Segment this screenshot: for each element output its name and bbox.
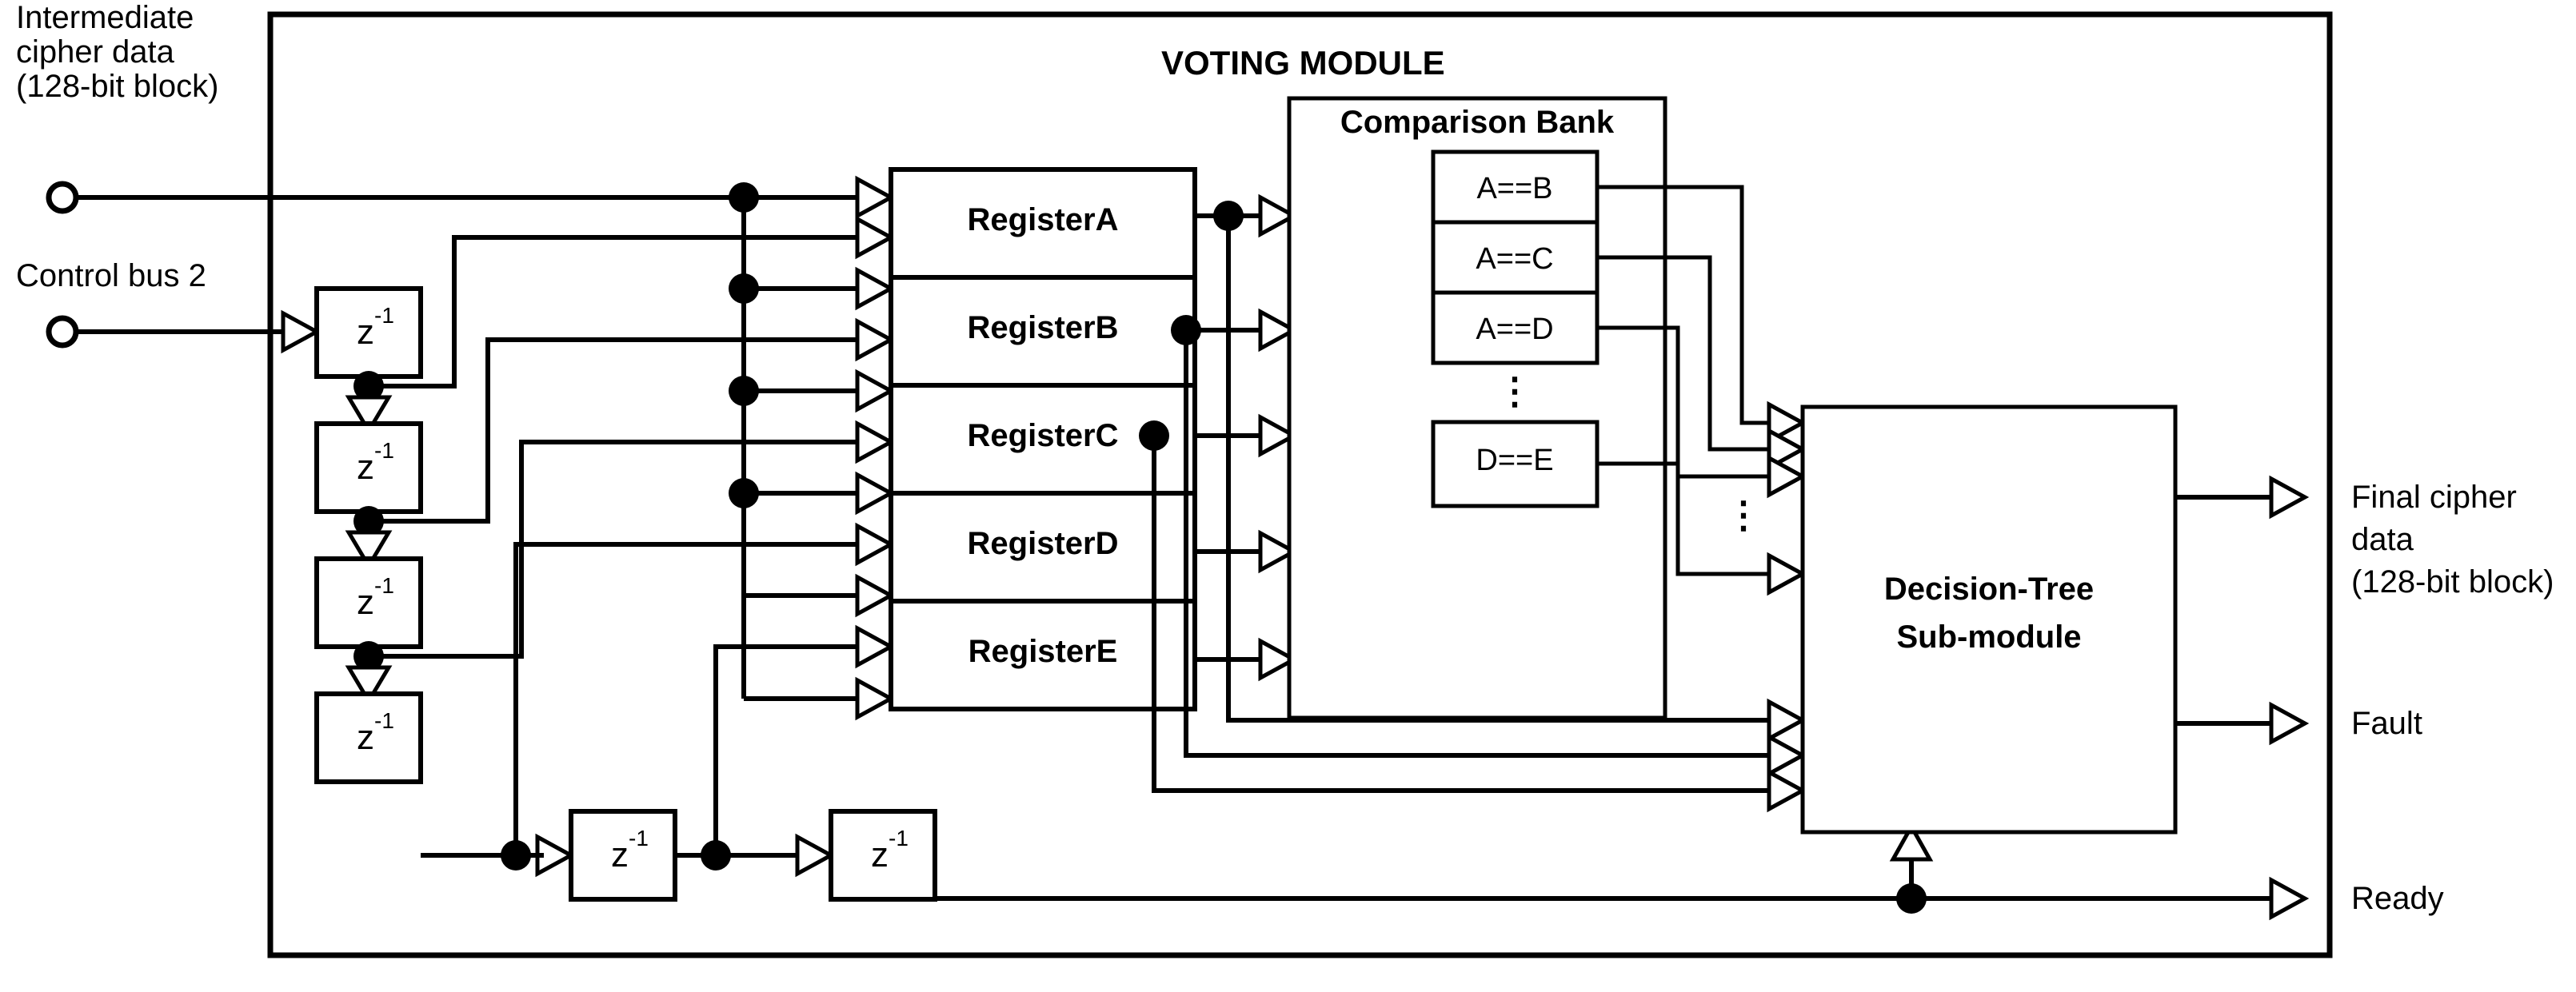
arrowhead-delay-1-in (281, 309, 322, 354)
register-e-label: RegisterE (968, 634, 1118, 669)
delay-block-3 (314, 556, 423, 649)
arrowhead-register-e-en (855, 624, 896, 669)
wire-tap-1-to-register-a (369, 235, 744, 388)
arrowhead-dt-in-1 (1767, 400, 1807, 445)
decision-tree-label-line1: Decision-Tree (1884, 572, 2094, 607)
wire-cmp-ab-to-decision-tree (1597, 185, 1772, 425)
arrowhead-dt-in-5 (1767, 698, 1807, 743)
delay-3-exponent: -1 (374, 573, 394, 598)
wire-tap-2-to-register-b (369, 337, 744, 524)
arrowhead-cmp-in-e (1258, 637, 1299, 682)
cmp-a-eq-b-label: A==B (1476, 172, 1552, 205)
arrowhead-dt-in-3 (1767, 454, 1807, 499)
delay-block-6 (829, 809, 937, 902)
page-title: VOTING MODULE (1161, 44, 1445, 82)
arrowhead-ready-out (2269, 876, 2310, 921)
delay-6-exponent: -1 (889, 826, 909, 851)
input-label-intermediate-line1: Intermediate (16, 0, 194, 35)
delay-block-4 (314, 691, 423, 784)
decision-tree-box[interactable] (1800, 404, 2178, 835)
delay-1-label: z (357, 313, 374, 352)
delay-block-1 (314, 286, 423, 379)
cmp-a-eq-d-label: A==D (1476, 313, 1553, 346)
delay-2-exponent: -1 (374, 438, 394, 463)
cmp-a-eq-d-box[interactable] (1431, 290, 1600, 365)
arrowhead-dt-in-2 (1767, 427, 1807, 472)
arrowhead-delay-3-in (345, 530, 393, 570)
wire-register-b-to-decision-tree (1184, 330, 1772, 758)
delay-block-5 (569, 809, 677, 902)
delay-1-exponent: -1 (374, 303, 394, 328)
register-c-label: RegisterC (968, 418, 1119, 453)
cmp-a-eq-c-label: A==C (1476, 242, 1553, 276)
wire-tap-5-to-register-e (713, 644, 744, 855)
arrowhead-delay-2-in (345, 395, 393, 435)
arrowhead-delay-4-in (345, 665, 393, 705)
arrowhead-register-e-extra (855, 676, 896, 721)
arrowhead-register-e-data (855, 573, 896, 618)
wire-cmp-ad-to-decision-tree (1597, 325, 1772, 479)
register-e-box[interactable] (889, 599, 1197, 711)
arrowhead-fault-out (2269, 701, 2310, 746)
port-control-bus-2[interactable] (46, 315, 79, 349)
wire-register-c-to-decision-tree (1152, 436, 1772, 793)
comparison-bank-title: Comparison Bank (1340, 105, 1615, 140)
wire-tap-3-to-register-c (369, 440, 744, 659)
decision-tree-label-line2: Sub-module (1896, 620, 2081, 655)
delay-5-exponent: -1 (629, 826, 649, 851)
arrowhead-register-b-data (855, 266, 896, 311)
delay-4-label: z (357, 718, 374, 757)
output-label-ready: Ready (2351, 881, 2444, 916)
arrowhead-register-d-en (855, 522, 896, 567)
arrowhead-register-a-en (855, 215, 896, 260)
cmp-d-eq-e-label: D==E (1476, 444, 1553, 477)
register-b-label: RegisterB (968, 310, 1119, 345)
arrowhead-register-c-data (855, 369, 896, 413)
arrowhead-dt-in-6 (1767, 733, 1807, 778)
output-label-fault: Fault (2351, 706, 2422, 741)
arrowhead-register-d-data (855, 471, 896, 516)
arrowhead-cmp-in-b (1258, 308, 1299, 353)
output-label-final-cipher-line3: (128-bit block) (2351, 564, 2554, 600)
arrowhead-register-c-en (855, 420, 896, 464)
input-label-intermediate-line3: (128-bit block) (16, 69, 218, 104)
arrowhead-decision-tree-clock (1889, 822, 1934, 862)
register-stack: RegisterA RegisterB RegisterC RegisterD … (889, 167, 1197, 711)
register-a-label: RegisterA (968, 202, 1119, 237)
wire-tap-4-to-register-d (513, 542, 744, 855)
register-d-label: RegisterD (968, 526, 1119, 561)
arrowhead-cmp-in-d (1258, 529, 1299, 574)
arrowhead-dt-in-4 (1767, 552, 1807, 596)
wire-register-a-to-decision-tree (1226, 216, 1772, 723)
voting-module-frame (267, 11, 2333, 958)
wire-cmp-ac-to-decision-tree (1597, 255, 1772, 452)
input-label-control-bus: Control bus 2 (16, 258, 206, 293)
output-label-final-cipher-line2: data (2351, 522, 2414, 557)
delay-6-label: z (871, 835, 889, 874)
arrowhead-register-a-data (855, 175, 896, 220)
arrowhead-cmp-in-a (1258, 193, 1299, 238)
decision-tree-input-ellipsis-icon: ⋮ (1725, 494, 1762, 536)
arrowhead-cmp-in-c (1258, 413, 1299, 458)
arrowhead-dt-in-7 (1767, 768, 1807, 813)
arrowhead-register-b-en (855, 317, 896, 362)
delay-4-exponent: -1 (374, 708, 394, 733)
arrowhead-delay-6-in (795, 833, 836, 878)
delay-2-label: z (357, 448, 374, 487)
delay-5-label: z (611, 835, 629, 874)
input-label-intermediate-line2: cipher data (16, 34, 175, 70)
wire-cmp-de-to-decision-tree (1597, 461, 1772, 576)
port-intermediate-cipher-data[interactable] (46, 181, 79, 214)
delay-3-label: z (357, 583, 374, 622)
output-label-final-cipher-line1: Final cipher (2351, 480, 2517, 515)
arrowhead-final-cipher-data-out (2269, 475, 2310, 520)
comparison-bank-ellipsis-icon: ⋮ (1496, 370, 1533, 412)
register-a-box[interactable] (889, 167, 1197, 280)
